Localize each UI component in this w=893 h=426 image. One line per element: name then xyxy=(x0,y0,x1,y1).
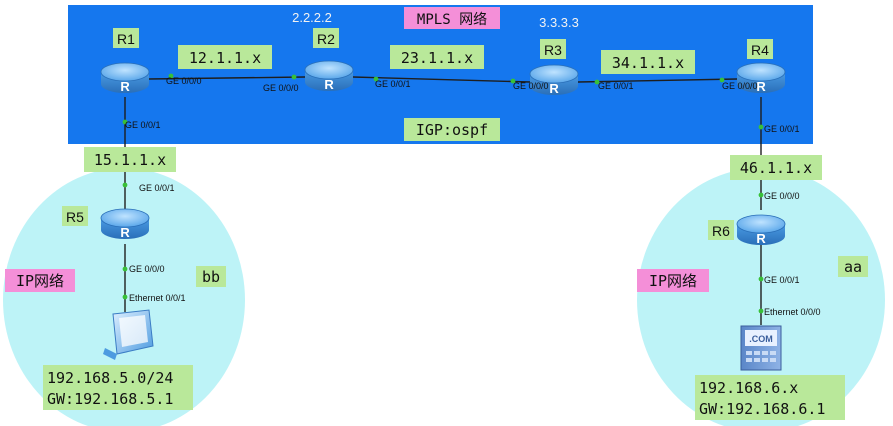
port-dot xyxy=(758,276,764,282)
router-id-r2: 2.2.2.2 xyxy=(292,10,332,25)
port-dot xyxy=(758,308,764,314)
svg-text:R: R xyxy=(120,225,130,240)
link-r2-r3 xyxy=(352,76,531,83)
port-label: Ethernet 0/0/1 xyxy=(129,293,186,303)
router-name-r5: R5 xyxy=(66,209,84,225)
router-r6[interactable]: R xyxy=(736,214,786,246)
router-name-r4: R4 xyxy=(751,42,769,58)
subnet-label-r4-r6: 46.1.1.x xyxy=(740,159,812,177)
router-id-r3: 3.3.3.3 xyxy=(539,15,579,30)
left-gateway: GW:192.168.5.1 xyxy=(47,390,173,408)
router-name-r2: R2 xyxy=(317,31,335,47)
svg-text:R: R xyxy=(756,231,766,246)
server-badge: .COM xyxy=(749,334,773,344)
router-r5[interactable]: R xyxy=(100,208,150,240)
router-r4[interactable]: R xyxy=(736,62,786,94)
port-dot xyxy=(291,74,297,80)
link-r1-r2 xyxy=(147,76,306,80)
port-label: Ethernet 0/0/0 xyxy=(764,307,821,317)
pc-host-bb[interactable] xyxy=(103,309,154,360)
port-dot xyxy=(510,78,516,84)
svg-text:R: R xyxy=(549,81,559,96)
subnet-label-r2-r3: 23.1.1.x xyxy=(401,49,473,67)
port-label: GE 0/0/1 xyxy=(125,120,161,130)
igp-label: IGP:ospf xyxy=(416,121,488,139)
port-dot xyxy=(168,73,174,79)
svg-text:R: R xyxy=(756,79,766,94)
port-label: GE 0/0/0 xyxy=(263,83,299,93)
port-label: GE 0/0/0 xyxy=(166,76,202,86)
port-dot xyxy=(373,76,379,82)
port-label: GE 0/0/1 xyxy=(764,275,800,285)
host-name-left: bb xyxy=(202,268,220,286)
right-gateway: GW:192.168.6.1 xyxy=(699,400,825,418)
port-dot xyxy=(122,182,128,188)
port-label: GE 0/0/1 xyxy=(764,124,800,134)
port-dot xyxy=(719,77,725,83)
port-dot xyxy=(122,294,128,300)
port-label: GE 0/0/1 xyxy=(139,183,175,193)
port-dot xyxy=(122,266,128,272)
link-r3-r4 xyxy=(577,78,738,83)
label-boxes-pink xyxy=(5,7,709,292)
port-label: GE 0/0/0 xyxy=(513,81,549,91)
subnet-label-r1-r5: 15.1.1.x xyxy=(94,151,166,169)
router-r2[interactable]: R xyxy=(304,60,354,92)
mpls-area-label: MPLS 网络 xyxy=(417,12,487,28)
port-label: GE 0/0/1 xyxy=(598,81,634,91)
left-network-address: 192.168.5.0/24 xyxy=(47,369,173,387)
port-label: GE 0/0/0 xyxy=(129,264,165,274)
router-name-r3: R3 xyxy=(544,42,562,58)
port-label: GE 0/0/0 xyxy=(764,191,800,201)
router-name-r6: R6 xyxy=(712,223,730,239)
port-dot xyxy=(594,79,600,85)
left-ip-area-label: IP网络 xyxy=(16,272,64,290)
router-r1[interactable]: R xyxy=(100,62,150,94)
right-ip-area-label: IP网络 xyxy=(649,272,697,290)
host-name-right: aa xyxy=(844,258,862,276)
svg-text:R: R xyxy=(120,79,130,94)
port-dots xyxy=(122,73,764,314)
router-r3[interactable]: R xyxy=(529,64,579,96)
label-boxes xyxy=(43,28,868,420)
router-name-r1: R1 xyxy=(117,31,135,47)
port-dot xyxy=(122,119,128,125)
port-label: GE 0/0/1 xyxy=(375,79,411,89)
port-dot xyxy=(758,192,764,198)
subnet-label-r1-r2: 12.1.1.x xyxy=(189,49,261,67)
port-label: GE 0/0/0 xyxy=(722,81,758,91)
port-dot xyxy=(758,124,764,130)
right-network-address: 192.168.6.x xyxy=(699,379,798,397)
svg-text:R: R xyxy=(324,77,334,92)
port-labels: GE 0/0/0 GE 0/0/0 GE 0/0/1 GE 0/0/0 GE 0… xyxy=(125,76,821,317)
subnet-label-r3-r4: 34.1.1.x xyxy=(612,54,684,72)
server-host-aa[interactable]: .COM xyxy=(740,325,782,371)
